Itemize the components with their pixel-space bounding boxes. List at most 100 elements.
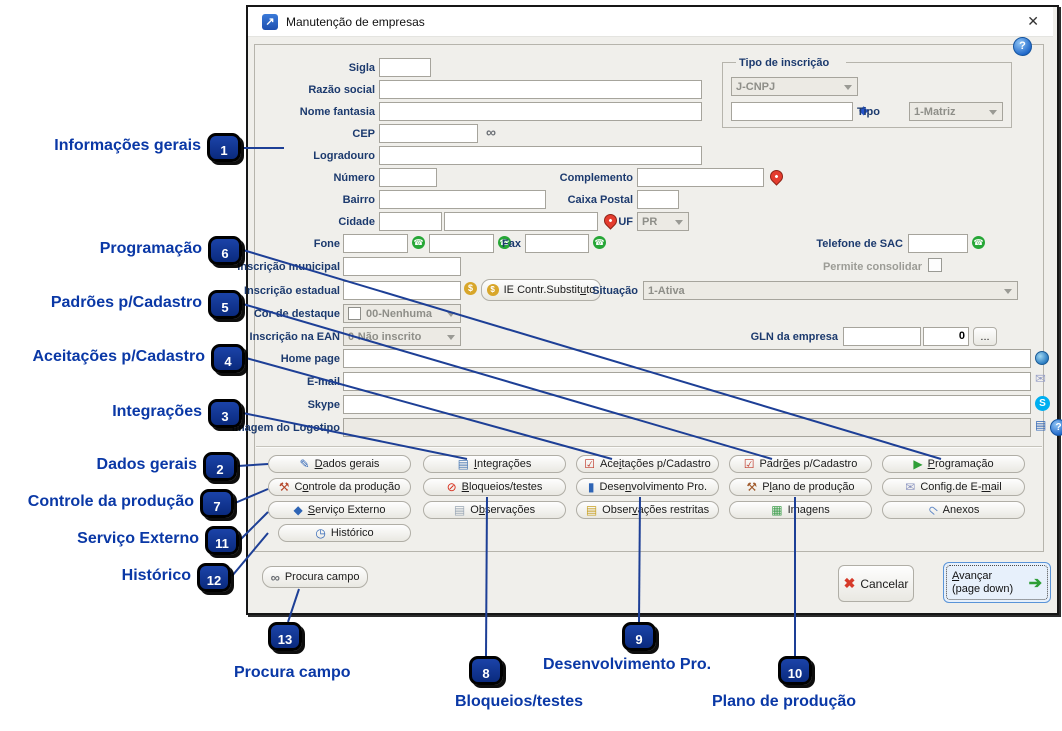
grid-button-observa-es-restritas[interactable]: ▤ Observações restritas [576,501,719,519]
mail-icon[interactable]: ✉ [1035,371,1046,386]
cnpj-input[interactable] [731,102,853,121]
annotation-badge-5: 5 [208,290,242,319]
dialog-titlebar[interactable]: ↗ Manutenção de empresas ✕ [248,7,1053,37]
cidade-name-input[interactable] [444,212,598,231]
cep-input[interactable] [379,124,478,143]
grid-button-aceita-es-p-cadastro[interactable]: ☑Aceitações p/Cadastro [576,455,719,473]
complemento-label: Complemento [559,172,633,184]
annotation-label-2: Dados gerais [96,456,197,473]
fax-input[interactable] [525,234,589,253]
gln-empresa-label: GLN da empresa [750,331,838,343]
uf-label: UF [618,216,633,228]
annotation-badge-3: 3 [208,399,242,428]
grid-button-servi-o-externo[interactable]: ◆Serviço Externo [268,501,411,519]
cep-binoculars-icon[interactable]: ∞ [486,124,496,140]
paperclip-icon: ⊂ [924,501,941,519]
logradouro-input[interactable] [379,146,702,165]
image-preview-icon[interactable]: ▤ [1035,418,1047,432]
tipo-label: Tipo [856,106,880,118]
caixa-postal-input[interactable] [637,190,679,209]
tipo-matriz-select[interactable]: 1-Matriz [909,102,1003,121]
caixa-postal-label: Caixa Postal [567,194,633,206]
battery-blue-icon: ▮ [587,480,595,494]
whatsapp-icon[interactable]: ☎ [498,236,511,249]
inscricao-ean-select[interactable]: 0-Não inscrito [343,327,461,346]
gln-more-button[interactable]: ... [973,327,997,346]
skype-icon[interactable]: S [1035,396,1050,411]
procura-campo-button[interactable]: ∞ Procura campo [262,566,368,588]
grid-button-anexos[interactable]: ⊂Anexos [882,501,1025,519]
numero-input[interactable] [379,168,437,187]
complemento-input[interactable] [637,168,764,187]
inscricao-municipal-input[interactable] [343,257,461,276]
grid-button-padr-es-p-cadastro[interactable]: ☑Padrões p/Cadastro [729,455,872,473]
logradouro-label: Logradouro [313,150,375,162]
grid-button-label: Imagens [787,504,830,516]
sigla-input[interactable] [379,58,431,77]
permite-consolidar-checkbox[interactable] [928,258,942,272]
home-page-input[interactable] [343,349,1031,368]
grid-button-dados-gerais[interactable]: ✎Dados gerais [268,455,411,473]
razao-social-input[interactable] [379,80,702,99]
annotation-badge-12: 12 [197,563,231,592]
bairro-label: Bairro [342,194,375,206]
grid-button-label: Observações restritas [602,504,710,516]
gln-input-1[interactable] [843,327,921,346]
annotation-label-12: Histórico [121,567,191,584]
whatsapp-icon[interactable]: ☎ [412,236,425,249]
notes-lock-icon: ▤ [585,503,598,517]
grid-button-label: Histórico [330,527,374,539]
cubes-blue-icon: ◆ [293,503,303,517]
annotation-badge-9: 9 [622,622,656,651]
grid-button-imagens[interactable]: ▦ Imagens [729,501,872,519]
tipo-inscricao-title: Tipo de inscrição [736,54,846,73]
avancar-button[interactable]: Avançar (page down) ➔ [943,562,1051,603]
nome-fantasia-input[interactable] [379,102,702,121]
play-green-icon: ▶ [913,457,923,471]
annotation-label-1: Informações gerais [54,137,201,154]
email-input[interactable] [343,372,1031,391]
grid-button-integra-es[interactable]: ▤Integrações [423,455,566,473]
whatsapp-icon[interactable]: ☎ [593,236,606,249]
fone-label: Fone [313,238,340,250]
whatsapp-icon[interactable]: ☎ [972,236,985,249]
globe-icon[interactable] [1035,351,1049,365]
tipo-inscricao-select[interactable]: J-CNPJ [731,77,858,96]
gln-input-2[interactable]: 0 [923,327,969,346]
cep-label: CEP [352,128,375,140]
help-icon[interactable]: ? [1050,419,1062,436]
close-icon[interactable]: ✕ [1027,13,1039,29]
situacao-select[interactable]: 1-Ativa [643,281,1018,300]
grid-button-plano-de-produ-o[interactable]: ⚒Plano de produção [729,478,872,496]
grid-button-programa-o[interactable]: ▶Programação [882,455,1025,473]
grid-button-observa-es[interactable]: ▤Observações [423,501,566,519]
help-icon[interactable]: ? [1013,37,1032,56]
cnpj-validate-icon[interactable]: ◆ [859,103,869,117]
binoculars-icon: ∞ [270,569,280,585]
clock-icon: ◷ [315,526,326,540]
annotation-badge-8: 8 [469,656,503,685]
grid-button-hist-rico[interactable]: ◷ Histórico [278,524,411,542]
imagem-logotipo-input[interactable] [343,418,1031,437]
annotation-label-4: Aceitações p/Cadastro [32,348,205,365]
block-icon: ⊘ [446,480,457,494]
annotation-label-6: Programação [99,240,202,257]
grid-button-config-de-e-mail[interactable]: ✉Config.de E-mail [882,478,1025,496]
cor-destaque-select[interactable]: 00-Nenhuma [343,304,461,323]
telefone-sac-input[interactable] [908,234,968,253]
app-icon: ↗ [262,13,278,30]
skype-input[interactable] [343,395,1031,414]
cidade-label: Cidade [338,216,375,228]
cidade-code-input[interactable] [379,212,442,231]
uf-select[interactable]: PR [637,212,689,231]
grid-button-controle-da-produ-o[interactable]: ⚒Controle da produção [268,478,411,496]
image-icon: ▦ [771,503,783,517]
annotation-badge-11: 11 [205,526,239,555]
email-label: E-mail [306,376,340,388]
annotation-label-10: Plano de produção [712,693,857,710]
grid-button-desenvolvimento-pro-[interactable]: ▮Desenvolvimento Pro. [576,478,719,496]
cancelar-button[interactable]: ✖ Cancelar [838,565,914,602]
bairro-input[interactable] [379,190,546,209]
grid-button-bloqueios-testes[interactable]: ⊘Bloqueios/testes [423,478,566,496]
